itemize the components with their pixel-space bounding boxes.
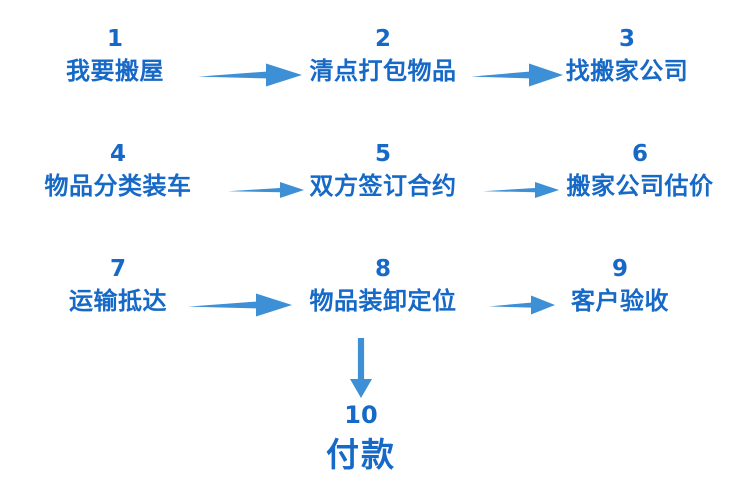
flow-step-7[interactable]: 7 运输抵达 (69, 258, 167, 316)
flow-step-10[interactable]: 10 付款 (326, 403, 396, 474)
step-number: 10 (344, 401, 378, 429)
arrow-step8-to-step10 (348, 338, 374, 398)
step-number: 7 (109, 256, 126, 282)
step-number: 4 (109, 141, 126, 167)
step-number: 6 (631, 141, 648, 167)
step-label: 付款 (326, 435, 396, 474)
step-number: 2 (374, 26, 391, 52)
step-number: 5 (374, 141, 391, 167)
arrow-step1-to-step2 (198, 62, 302, 88)
arrow-step2-to-step3 (471, 62, 563, 88)
step-label: 运输抵达 (69, 287, 167, 315)
flow-step-3[interactable]: 3 找搬家公司 (566, 28, 689, 86)
step-number: 1 (106, 26, 123, 52)
step-label: 清点打包物品 (309, 57, 457, 85)
step-label: 物品分类装车 (44, 172, 192, 200)
flow-step-9[interactable]: 9 客户验收 (571, 258, 669, 316)
flow-step-8[interactable]: 8 物品装卸定位 (310, 258, 457, 316)
step-label: 双方签订合约 (309, 172, 457, 200)
step-number: 3 (618, 26, 635, 52)
arrow-step8-to-step9 (489, 294, 555, 316)
step-label: 找搬家公司 (565, 57, 689, 85)
arrow-step7-to-step8 (188, 292, 292, 318)
step-label: 我要搬屋 (66, 57, 164, 85)
step-number: 9 (611, 256, 628, 282)
step-label: 搬家公司估价 (566, 172, 714, 200)
flow-step-5[interactable]: 5 双方签订合约 (310, 143, 457, 201)
flow-step-2[interactable]: 2 清点打包物品 (310, 28, 457, 86)
flow-step-1[interactable]: 1 我要搬屋 (66, 28, 164, 86)
step-label: 客户验收 (571, 287, 669, 315)
step-label: 物品装卸定位 (309, 287, 457, 315)
step-number: 8 (374, 256, 391, 282)
flow-step-6[interactable]: 6 搬家公司估价 (567, 143, 714, 201)
arrow-step5-to-step6 (483, 180, 559, 200)
flow-step-4[interactable]: 4 物品分类装车 (45, 143, 192, 201)
arrow-step4-to-step5 (228, 180, 304, 200)
